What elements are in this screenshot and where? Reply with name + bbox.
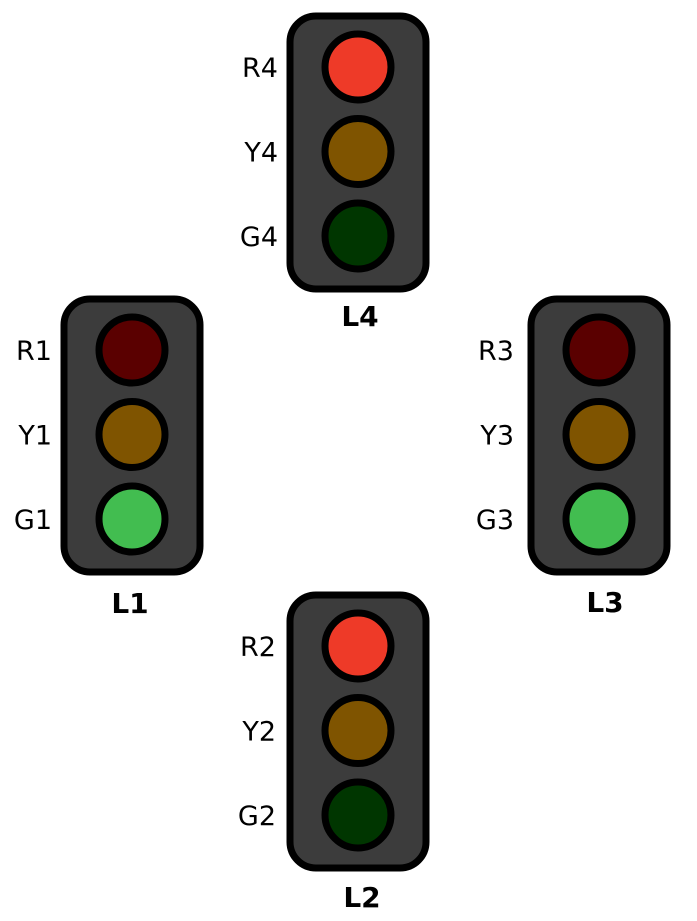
lamp-label: R4 [242,53,278,84]
yellow-lamp-off [95,398,169,471]
green-lamp-on [95,482,169,556]
green-lamp-on [562,482,636,556]
red-lamp-on [321,609,395,683]
red-lamp-off [95,313,169,387]
lamp-label: G3 [476,505,514,536]
red-lamp-on [321,30,395,104]
lamp-label: R1 [16,336,52,367]
traffic-light-label: L4 [341,300,378,333]
traffic-light-label: L2 [343,881,380,914]
yellow-lamp-off [321,115,395,188]
lamp-label: Y4 [243,138,278,169]
lamp-label: R2 [240,632,276,663]
green-lamp-off [321,778,395,852]
lamp-label: G2 [238,801,276,832]
lamp-label: Y2 [241,717,276,748]
lamp-label: G1 [14,505,52,536]
yellow-lamp-off [562,398,636,471]
traffic-light-label: L1 [111,587,148,620]
red-lamp-off [562,313,636,387]
traffic-light-label: L3 [586,586,623,619]
green-lamp-off [321,199,395,273]
lamp-label: Y1 [17,421,52,452]
lamp-label: R3 [478,336,514,367]
lamp-label: Y3 [479,421,514,452]
lamp-label: G4 [240,222,278,253]
yellow-lamp-off [321,694,395,767]
